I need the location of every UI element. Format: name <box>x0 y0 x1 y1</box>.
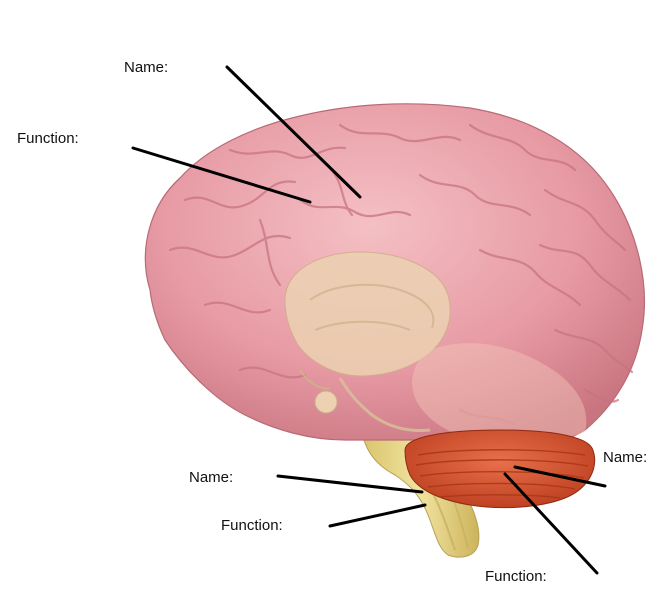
leader-lines <box>131 65 607 575</box>
brainstem-function-label: Function: <box>221 517 283 534</box>
leader-line-brainstem-function <box>328 503 427 528</box>
inner-structures <box>284 251 587 443</box>
cerebellum-name-label: Name: <box>603 449 648 466</box>
leader-line-cerebellum-name <box>513 465 607 488</box>
cerebrum-folds <box>168 123 634 427</box>
cerebellum-function-label: Function: <box>485 568 547 585</box>
leader-line-cerebellum-function <box>503 472 599 575</box>
cerebrum-name-label: Name: <box>124 59 169 76</box>
brainstem-name-label: Name: <box>189 469 234 486</box>
cerebrum-function-label: Function: <box>17 130 79 147</box>
cerebellum-shape <box>404 429 596 509</box>
leader-line-brainstem-name <box>276 474 424 494</box>
leader-line-cerebrum-function <box>131 146 312 204</box>
leader-line-cerebrum-name <box>225 65 362 199</box>
